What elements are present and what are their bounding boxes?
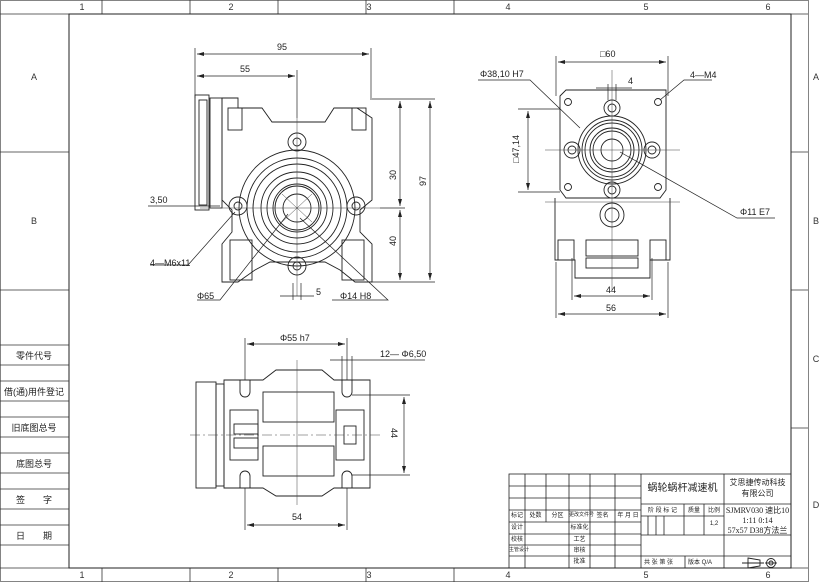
product-name: 蜗轮蜗杆减速机: [647, 483, 718, 494]
zone-bottom-5: 5: [643, 570, 649, 580]
dim-flange-dia: Φ55 h7: [280, 333, 310, 343]
sign-standardization: 标准化: [570, 525, 589, 531]
dim-dia-65: Φ65: [197, 291, 215, 301]
zone-top-6: 6: [765, 2, 771, 12]
dim-height-97: 97: [418, 175, 429, 187]
projection-symbol-icon: [742, 557, 777, 569]
dim-key-5: 5: [316, 287, 322, 297]
dim-key-4: 4: [628, 76, 634, 86]
model-line-3: 57x57 D38方法兰: [727, 526, 788, 535]
dim-height-44: 44: [389, 427, 400, 439]
dim-flange-holes: 4—M4: [690, 70, 717, 80]
rev-header-file-no: 更改文件号: [569, 512, 595, 518]
side-row-old-drawing-no: 旧底图总号: [11, 423, 57, 433]
zone-left-b: B: [30, 216, 37, 226]
zone-top-1: 1: [79, 2, 85, 12]
sign-check: 校核: [510, 537, 523, 543]
weight-label: 质量: [687, 508, 700, 514]
dim-square-47: □47,14: [510, 135, 521, 163]
sign-process: 工艺: [573, 537, 586, 543]
dim-width-95: 95: [277, 42, 288, 52]
zone-top-2: 2: [228, 2, 234, 12]
rev-header-signature: 签名: [596, 513, 609, 519]
sheet-count-label: 共 张 第 张: [644, 560, 674, 566]
rev-header-count: 处数: [529, 513, 542, 519]
zone-bottom-6: 6: [765, 570, 771, 580]
dim-width-56: 56: [606, 303, 617, 313]
rev-header-date: 年 月 日: [617, 513, 639, 519]
scale-label: 比例: [707, 508, 720, 514]
dim-bore: Φ14 H8: [340, 291, 372, 301]
zone-bottom-1: 1: [79, 570, 85, 580]
zone-bottom-3: 3: [366, 570, 372, 580]
company-name-line2: 有限公司: [741, 489, 774, 498]
dim-square-60: □60: [600, 49, 616, 59]
dim-height-30: 30: [388, 169, 399, 181]
zone-right-a: A: [812, 72, 819, 82]
dim-shaft: Φ11 E7: [740, 207, 771, 217]
zone-left-a: A: [30, 72, 37, 82]
zone-right-b: B: [812, 216, 819, 226]
zone-top-5: 5: [643, 2, 649, 12]
zone-bottom-4: 4: [505, 570, 511, 580]
sign-review: 审核: [573, 548, 586, 554]
side-row-drawing-no: 底图总号: [15, 459, 52, 469]
company-name-line1: 艾思捷传动科技: [729, 478, 786, 487]
model-line-1: SJMRV030 速比10: [725, 506, 790, 515]
stage-mark-label: 阶 段 标 记: [647, 508, 677, 514]
sign-design: 设计: [510, 525, 523, 531]
dim-width-54: 54: [292, 512, 303, 522]
dim-offset-3-50: 3,50: [150, 195, 168, 205]
dim-flange-holes: 12— Φ6,50: [380, 349, 427, 359]
dim-width-55: 55: [240, 64, 251, 74]
dim-mounting-holes: 4—M6x11: [150, 258, 191, 268]
version-label: 版本 Q/A: [688, 560, 713, 566]
zone-top-4: 4: [505, 2, 511, 12]
dim-pilot-bore: Φ38,10 H7: [480, 69, 524, 79]
zone-right-c: C: [812, 354, 820, 364]
zone-bottom-2: 2: [228, 570, 234, 580]
dim-width-44: 44: [606, 285, 617, 295]
side-row-part-code: 零件代号: [15, 351, 52, 361]
model-line-2: 1:11 0:14: [742, 516, 773, 525]
scale-value: 1,2: [709, 521, 719, 527]
rev-header-mark: 标记: [510, 513, 523, 519]
zone-top-3: 3: [366, 2, 372, 12]
side-row-signature: 签 字: [15, 495, 52, 505]
side-row-date: 日 期: [15, 531, 52, 541]
side-row-borrowed-parts: 借(通)用件登记: [4, 387, 64, 397]
sign-chief-design: 主管设计: [509, 547, 530, 553]
zone-right-d: D: [812, 500, 820, 510]
sign-approve: 批准: [573, 559, 586, 565]
rev-header-zone: 分区: [551, 513, 564, 519]
dim-height-40: 40: [388, 235, 399, 247]
